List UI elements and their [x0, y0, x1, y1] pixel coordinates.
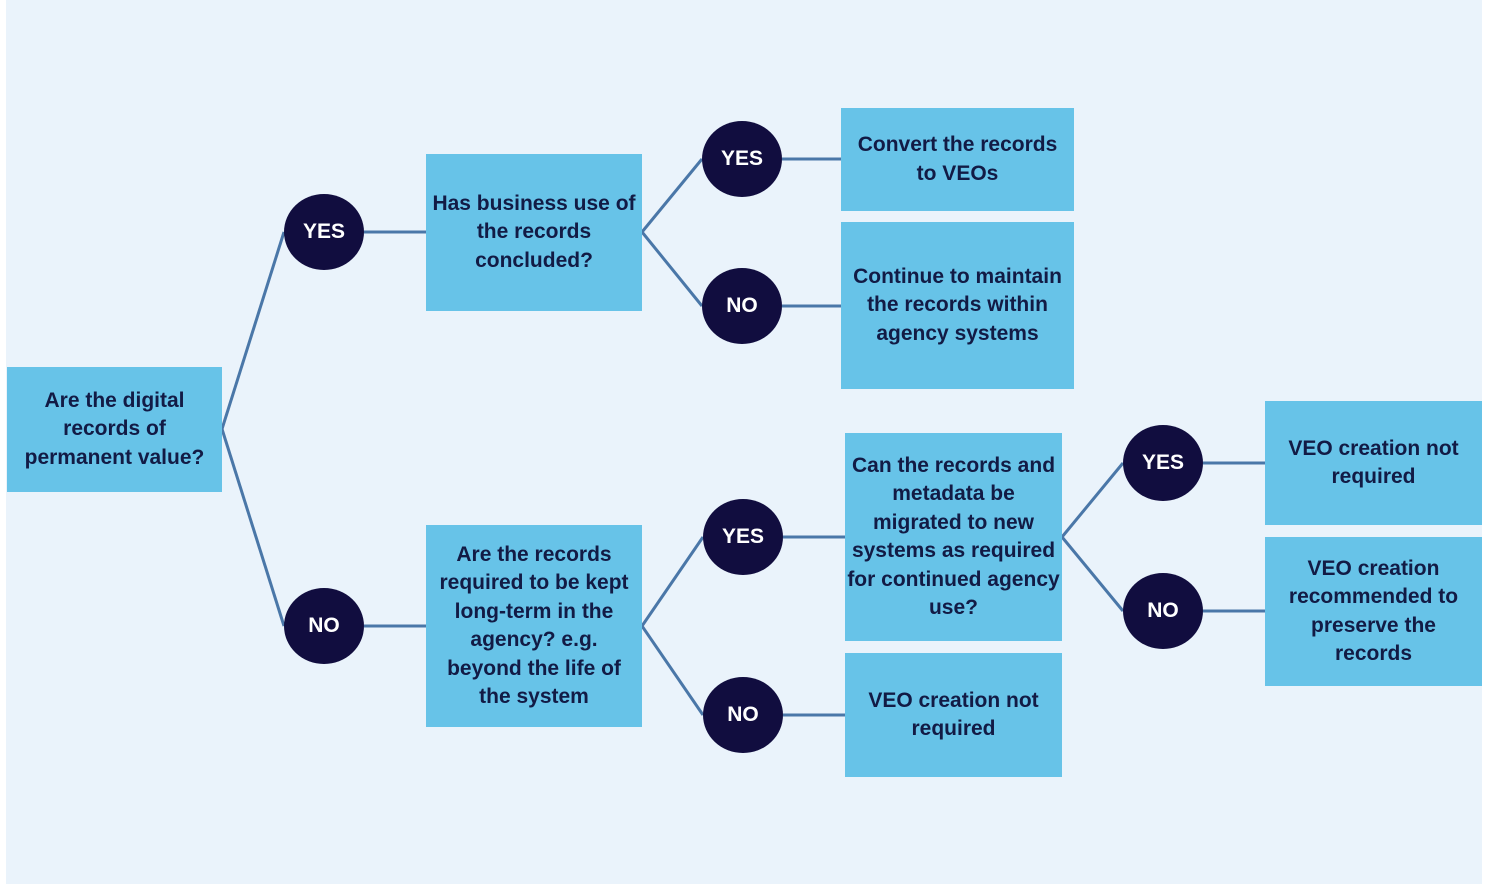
outcome-convert-to-veos-text: Convert the records to VEOs [857, 133, 1058, 185]
link-migrate-to-no [1060, 536, 1125, 612]
link-permanent-to-no [220, 428, 286, 627]
outcome-veo-not-required-right: VEO creation not required [1265, 401, 1482, 525]
outcome-veo-recommended-text: VEO creation recommended to preserve the… [1288, 556, 1459, 666]
question-long-term: Are the records required to be kept long… [426, 525, 642, 727]
no-label: NO [308, 614, 340, 637]
link-business-use-to-yes [640, 158, 704, 233]
no-label: NO [726, 294, 758, 317]
outcome-veo-recommended: VEO creation recommended to preserve the… [1265, 537, 1482, 686]
yes-circle-permanent: YES [284, 194, 364, 270]
no-circle-business-use: NO [702, 268, 782, 344]
no-circle-permanent: NO [284, 588, 364, 664]
question-business-use-text: Has business use of the records conclude… [432, 191, 636, 272]
outcome-veo-not-required-right-text: VEO creation not required [1288, 436, 1459, 489]
no-circle-long-term: NO [703, 677, 783, 753]
no-circle-migrate: NO [1123, 573, 1203, 649]
yes-label: YES [1141, 451, 1185, 474]
yes-label: YES [721, 525, 765, 548]
yes-circle-long-term: YES [703, 499, 783, 575]
link-migrate-to-yes [1060, 462, 1125, 538]
outcome-continue-maintain-text: Continue to maintain the records within … [853, 264, 1062, 345]
yes-circle-migrate: YES [1123, 425, 1203, 501]
yes-label: YES [302, 220, 346, 243]
no-label: NO [727, 703, 759, 726]
no-label: NO [1147, 599, 1179, 622]
link-permanent-to-yes [220, 231, 286, 430]
outcome-veo-not-required-lower: VEO creation not required [845, 653, 1062, 777]
question-long-term-text: Are the records required to be kept long… [439, 542, 629, 709]
link-long-term-to-no [640, 625, 705, 716]
yes-label: YES [720, 147, 764, 170]
question-migrate: Can the records and metadata be migrated… [845, 433, 1062, 641]
link-long-term-to-yes [640, 536, 705, 627]
link-business-use-to-no [640, 231, 704, 307]
question-permanent-value: Are the digital records of permanent val… [7, 367, 222, 492]
question-permanent-value-text: Are the digital records of permanent val… [24, 388, 205, 469]
yes-circle-business-use: YES [702, 121, 782, 197]
question-migrate-text: Can the records and metadata be migrated… [847, 453, 1060, 620]
question-business-use: Has business use of the records conclude… [426, 154, 642, 311]
outcome-convert-to-veos: Convert the records to VEOs [841, 108, 1074, 211]
outcome-veo-not-required-lower-text: VEO creation not required [868, 688, 1039, 741]
outcome-continue-maintain: Continue to maintain the records within … [841, 222, 1074, 389]
